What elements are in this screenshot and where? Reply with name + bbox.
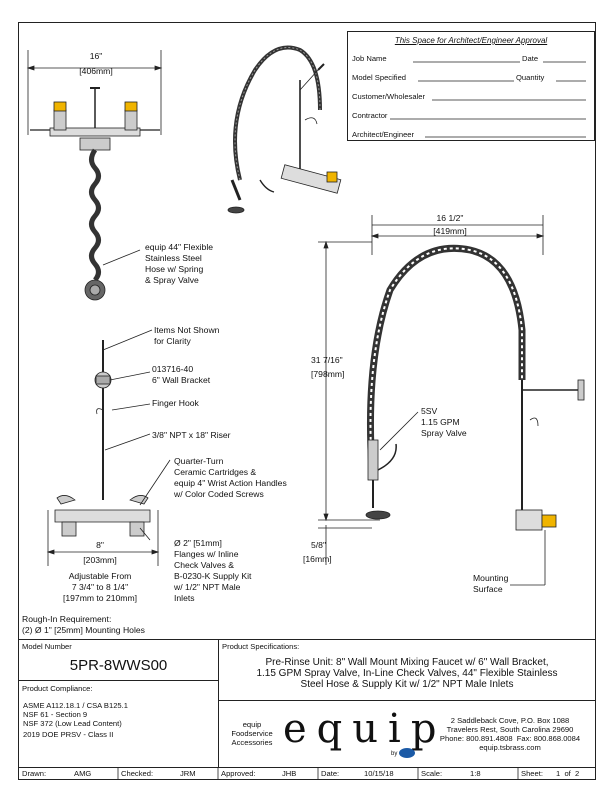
ts-logo-icon [399,748,415,758]
callout-valve-1: 5SV [421,406,438,416]
callout-hose-3: Hose w/ Spring [145,264,204,274]
footer-drawn-value: AMG [74,769,92,778]
footer-approved-label: Approved: [221,769,256,778]
dim-width-top: 16" [89,51,103,61]
dim-adjustable-2: 7 3/4" to 8 1/4" [71,582,129,592]
approval-row-contractor: Contractor [348,106,594,125]
callout-flange-2: Flanges w/ Inline [174,549,239,559]
brand-addr4: equip.tsbrass.com [479,743,541,752]
brand-box: equip Foodservice Accessories equip by 2… [218,700,596,768]
callout-flange-1: Ø 2" [51mm] [174,538,222,548]
brand-by: by [391,751,398,757]
compliance-item: 2019 DOE PRSV - Class II [23,730,114,739]
footer-checked-label: Checked: [121,769,154,778]
brand-addr1: 2 Saddleback Cove, P.O. Box 1088 [450,716,570,725]
compliance-label: Product Compliance: [22,684,93,693]
brand-logo: equip [283,706,447,752]
quantity-label: Quantity [516,73,545,82]
footer-drawn-label: Drawn: [22,769,47,778]
compliance-item: NSF 61 - Section 9 [23,710,88,719]
callout-flange-3: Check Valves & [174,560,235,570]
approval-row-architect: Architect/Engineer [348,125,594,144]
dim-adjustable-3: [197mm to 210mm] [62,593,138,603]
callout-flange-4: B-0230-K Supply Kit [174,571,252,581]
dim-spout-mm: [16mm] [303,554,332,564]
footer-date-label: Date: [321,769,340,778]
callout-mount-1: Mounting [473,573,509,583]
callout-cart-3: equip 4" Wrist Action Handles [174,478,287,488]
callout-hose-4: & Spray Valve [145,275,199,285]
callout-cart-4: w/ Color Coded Screws [174,489,264,499]
dim-height-mm: [798mm] [311,369,345,379]
callout-valve-2: 1.15 GPM [421,417,460,427]
footer-sheet-value: 1 of 2 [556,769,580,778]
approval-title: This Space for Architect/Engineer Approv… [394,36,548,45]
brand-addr3: Phone: 800.891.4808 Fax: 800.868.0084 [439,734,581,743]
model-specified-label: Model Specified [352,73,407,82]
callout-finger-hook: Finger Hook [152,398,199,408]
dim-height: 31 7/16" [311,355,343,365]
dim-spout: 5/8" [311,540,326,550]
job-name-label: Job Name [352,54,387,63]
dim-center: 8" [96,540,104,550]
callout-flange-5: w/ 1/2" NPT Male [174,582,241,592]
callout-cart-2: Ceramic Cartridges & [174,467,257,477]
specs-label: Product Specifications: [222,642,300,651]
dim-center-mm: [203mm] [83,555,117,565]
approval-row-customer: Customer/Wholesaler [348,87,594,106]
brand-addr2: Travelers Rest, South Carolina 29690 [446,725,574,734]
approval-block: This Space for Architect/Engineer Approv… [347,31,595,141]
brand-tag2: Foodservice [231,729,273,738]
specs-box: Product Specifications: Pre-Rinse Unit: … [218,639,596,701]
compliance-item: NSF 372 (Low Lead Content) [23,719,122,728]
brand-tag3: Accessories [231,738,273,747]
callout-cart-1: Quarter-Turn [174,456,224,466]
callout-bracket-1: 013716-40 [152,364,194,374]
callout-items-1: Items Not Shown [154,325,220,335]
date-label: Date [522,54,539,63]
customer-label: Customer/Wholesaler [352,92,426,101]
roughin-line2: (2) Ø 1" [25mm] Mounting Holes [22,625,145,635]
model-number: 5PR-8WWS00 [69,657,168,674]
footer-sheet-label: Sheet: [521,769,543,778]
footer-checked-value: JRM [180,769,196,778]
footer-approved-value: JHB [282,769,297,778]
footer-scale-value: 1:8 [470,769,481,778]
callout-mount-2: Surface [473,584,503,594]
callout-valve-3: Spray Valve [421,428,467,438]
dim-width-side-mm: [419mm] [433,226,467,236]
footer-bar [18,767,596,780]
callout-items-2: for Clarity [154,336,191,346]
footer-date-value: 10/15/18 [364,769,394,778]
model-label: Model Number [22,642,72,651]
compliance-box: Product Compliance: ASME A112.18.1 / CSA… [18,680,219,768]
dim-width-side: 16 1/2" [436,213,464,223]
callout-hose-1: equip 44" Flexible [145,242,214,252]
callout-hose-2: Stainless Steel [145,253,202,263]
callout-flange-6: Inlets [174,593,195,603]
compliance-item: ASME A112.18.1 / CSA B125.1 [23,701,128,710]
architect-label: Architect/Engineer [352,130,415,139]
model-box: Model Number 5PR-8WWS00 [18,639,219,681]
specs-line3: Steel Hose & Supply Kit w/ 1/2" NPT Male… [300,679,514,690]
brand-tag1: equip [242,720,262,729]
callout-riser: 3/8" NPT x 18" Riser [152,430,231,440]
contractor-label: Contractor [352,111,388,120]
specs-line2: 1.15 GPM Spray Valve, In-Line Check Valv… [256,668,558,679]
approval-row-job: Job Name Date [348,49,594,68]
specs-line1: Pre-Rinse Unit: 8" Wall Mount Mixing Fau… [265,657,549,668]
dim-width-top-mm: [406mm] [79,66,113,76]
callout-bracket-2: 6" Wall Bracket [152,375,211,385]
approval-row-model: Model Specified Quantity [348,68,594,87]
roughin-line1: Rough-In Requirement: [22,614,112,624]
dim-adjustable-1: Adjustable From [68,571,132,581]
footer-scale-label: Scale: [421,769,443,778]
